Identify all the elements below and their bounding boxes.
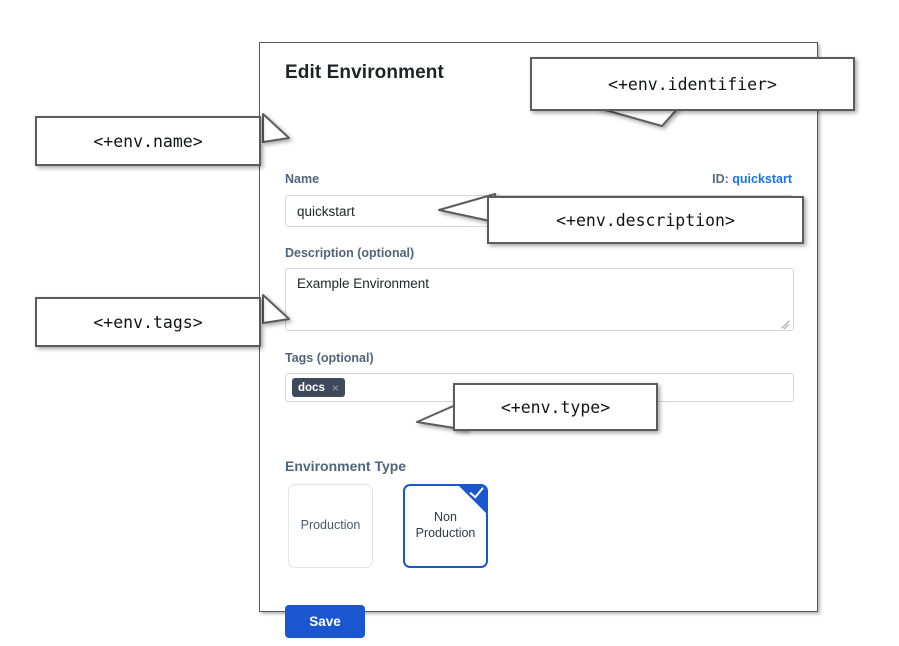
tag-chip[interactable]: docs × [292, 378, 345, 397]
selected-corner-badge [459, 486, 486, 513]
callout-pointer-name [262, 113, 290, 143]
page-title: Edit Environment [285, 62, 444, 83]
callout-env-name-text: <+env.name> [93, 131, 203, 151]
identifier-prefix-label: ID: [712, 172, 729, 186]
description-field-label: Description (optional) [285, 246, 415, 260]
non-production-card-label-line1: Non [434, 510, 457, 525]
production-card-label: Production [300, 518, 361, 533]
tag-chip-label: docs [298, 381, 325, 394]
non-production-card-label: Non Production [416, 510, 476, 541]
resize-grip-icon[interactable] [780, 317, 791, 328]
environment-type-label: Environment Type [285, 458, 407, 474]
callout-env-description-text: <+env.description> [556, 210, 735, 230]
environment-type-option-non-production[interactable]: Non Production [403, 484, 488, 568]
callout-env-tags: <+env.tags> [35, 297, 261, 347]
callout-env-description: <+env.description> [487, 196, 804, 244]
environment-type-option-production[interactable]: Production [288, 484, 373, 568]
tags-field-label: Tags (optional) [285, 351, 374, 365]
callout-env-identifier: <+env.identifier> [530, 57, 855, 111]
identifier-value-link[interactable]: quickstart [732, 172, 792, 186]
environment-identifier: ID: quickstart [712, 172, 792, 186]
callout-env-name: <+env.name> [35, 116, 261, 166]
non-production-card-label-line2: Production [415, 526, 476, 540]
name-field-label: Name [285, 172, 320, 186]
save-button[interactable]: Save [285, 605, 365, 638]
tag-remove-icon[interactable]: × [331, 380, 339, 395]
description-textarea[interactable]: Example Environment [285, 268, 794, 331]
callout-env-identifier-text: <+env.identifier> [608, 74, 777, 94]
callout-env-type: <+env.type> [453, 383, 658, 431]
callout-pointer-tags [262, 294, 290, 324]
callout-env-type-text: <+env.type> [500, 397, 611, 417]
callout-env-tags-text: <+env.tags> [93, 312, 203, 332]
edit-environment-dialog: Edit Environment ID: quickstart Name qui… [259, 42, 818, 638]
description-value: Example Environment [297, 276, 430, 291]
